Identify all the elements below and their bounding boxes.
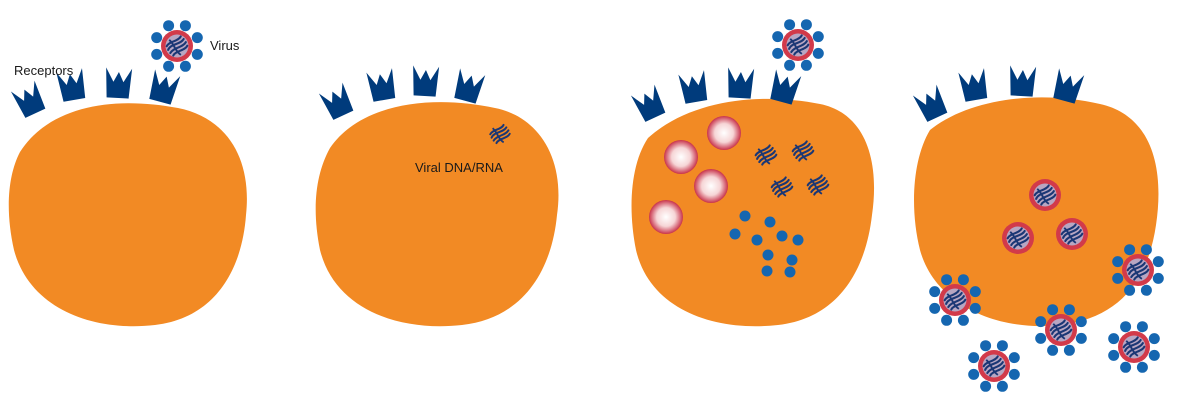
viral-genome-icon bbox=[1122, 336, 1146, 358]
viral-dna-rna-label: Viral DNA/RNA bbox=[415, 160, 503, 175]
viral-genome-icon bbox=[1006, 227, 1030, 249]
viral-genome-icon bbox=[791, 140, 815, 162]
viral-protein-dot bbox=[786, 254, 798, 266]
viral-genome-icon bbox=[165, 35, 189, 57]
cell-body bbox=[914, 97, 1159, 327]
virus-icon bbox=[968, 340, 1020, 392]
receptor-icon bbox=[106, 67, 133, 99]
receptor-icon bbox=[149, 69, 181, 105]
viral-protein-dot bbox=[751, 234, 763, 246]
receptor-icon bbox=[912, 84, 948, 122]
receptor-icon bbox=[56, 68, 86, 102]
receptor-icon bbox=[366, 68, 396, 102]
viral-genome-icon bbox=[1126, 259, 1150, 281]
receptor-icon bbox=[678, 70, 708, 104]
receptor-group bbox=[912, 65, 1085, 122]
virus-icon bbox=[1035, 304, 1087, 356]
viral-protein-dot bbox=[764, 216, 776, 228]
viral-genome-icon bbox=[489, 123, 511, 145]
viral-protein-dot bbox=[762, 249, 774, 261]
viral-genome-icon bbox=[1049, 319, 1073, 341]
receptor-icon bbox=[318, 82, 354, 120]
receptor-icon bbox=[413, 65, 440, 97]
viral-protein-dot bbox=[776, 230, 788, 242]
receptor-group bbox=[630, 67, 802, 122]
stage-1-attachment bbox=[8, 67, 247, 327]
virus-label: Virus bbox=[210, 38, 240, 53]
receptor-icon bbox=[1010, 65, 1037, 97]
stage-2-entry bbox=[315, 65, 559, 327]
receptor-icon bbox=[958, 68, 988, 102]
viral-protein-dot bbox=[739, 210, 751, 222]
virus-icon bbox=[1002, 222, 1034, 254]
capsid-icon bbox=[664, 140, 698, 174]
viral-protein-dot bbox=[729, 228, 741, 240]
viral-genome-icon bbox=[1033, 184, 1057, 206]
viral-genome-icon bbox=[786, 34, 810, 56]
viral-protein-dot bbox=[784, 266, 796, 278]
viral-genome-icon bbox=[806, 174, 830, 196]
viral-genome-icon bbox=[982, 355, 1006, 377]
receptor-icon bbox=[770, 69, 802, 105]
viral-protein-dot bbox=[792, 234, 804, 246]
stage-3-replication bbox=[630, 67, 875, 327]
cell-body bbox=[315, 102, 559, 327]
receptors-label: Receptors bbox=[14, 63, 74, 78]
viral-genome-icon bbox=[754, 144, 778, 166]
receptor-icon bbox=[728, 67, 755, 99]
receptor-icon bbox=[1053, 68, 1085, 104]
virus-icon bbox=[151, 20, 203, 72]
virus-icon bbox=[929, 274, 981, 326]
virus-icon bbox=[772, 19, 824, 71]
virus-icon bbox=[1112, 244, 1164, 296]
receptor-group bbox=[10, 67, 181, 118]
capsid-icon bbox=[649, 200, 683, 234]
stage-4-release bbox=[912, 65, 1159, 327]
viral-protein-dot bbox=[761, 265, 773, 277]
capsid-icon bbox=[707, 116, 741, 150]
receptor-icon bbox=[630, 84, 666, 122]
receptor-group bbox=[318, 65, 486, 120]
viral-genome-icon bbox=[943, 289, 967, 311]
virus-icon bbox=[1056, 218, 1088, 250]
viral-genome-icon bbox=[770, 176, 794, 198]
receptor-icon bbox=[454, 68, 486, 104]
virus-icon bbox=[1029, 179, 1061, 211]
capsid-icon bbox=[694, 169, 728, 203]
viral-genome-icon bbox=[1060, 223, 1084, 245]
virus-icon bbox=[1108, 321, 1160, 373]
cell-body bbox=[8, 103, 247, 327]
receptor-icon bbox=[10, 80, 46, 118]
